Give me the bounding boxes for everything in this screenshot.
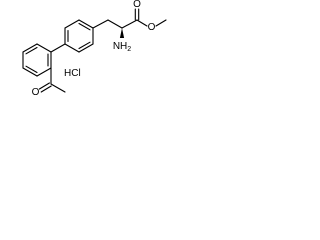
hydrochloride-label: HCl (64, 68, 81, 79)
bond (22, 67, 38, 77)
carbonyl-oxygen-label: O (133, 0, 141, 10)
bond (50, 83, 66, 93)
acetyl-group (38, 67, 66, 93)
bond (22, 43, 38, 53)
amine-text: NH (113, 41, 127, 52)
bond (64, 19, 80, 29)
biaryl-bond (50, 43, 66, 53)
amine-subscript: 2 (127, 46, 131, 53)
aromatic-double-bond (78, 41, 91, 50)
aromatic-double-bond (25, 65, 38, 74)
aromatic-double-bond (78, 22, 91, 31)
amine-label: NH2 (113, 41, 131, 53)
acetylphenyl-ring (22, 43, 52, 77)
bond (92, 19, 109, 29)
bond (121, 19, 138, 29)
bond (36, 67, 52, 77)
ketone-bond (40, 85, 52, 93)
ester-oxygen-label: O (148, 22, 156, 33)
bond (78, 19, 94, 29)
bond (36, 43, 52, 53)
phenylene-ring (64, 19, 94, 53)
ketone-oxygen-label: O (32, 87, 40, 98)
bond (107, 19, 123, 29)
chemical-structure: O O NH2 O HCl (22, 0, 167, 98)
amino-ester-side-chain (92, 8, 167, 38)
aromatic-double-bond (25, 46, 38, 55)
ketone-bond (38, 82, 50, 90)
stereo-wedge-bond (119, 28, 125, 38)
bond (155, 19, 167, 27)
bond (78, 43, 94, 53)
bond (136, 19, 148, 27)
bond (64, 43, 80, 53)
